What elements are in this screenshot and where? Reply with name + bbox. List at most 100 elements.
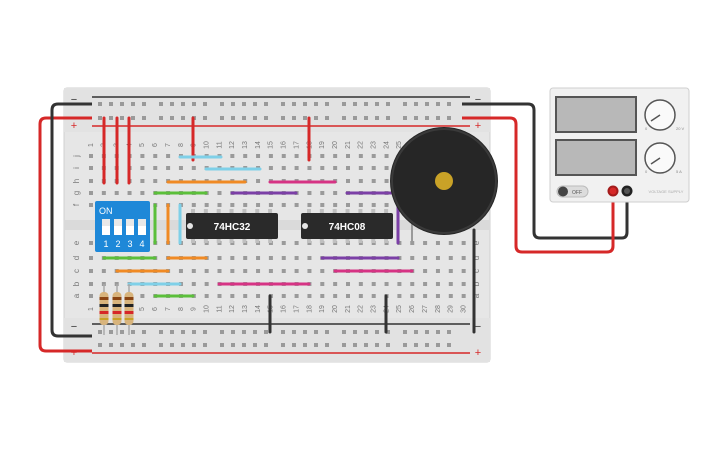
- hole[interactable]: [423, 269, 428, 273]
- hole[interactable]: [410, 282, 415, 286]
- hole[interactable]: [371, 203, 376, 207]
- rail-hole[interactable]: [203, 330, 207, 334]
- rail-hole[interactable]: [253, 330, 257, 334]
- hole[interactable]: [307, 269, 312, 273]
- hole[interactable]: [448, 294, 453, 298]
- hole[interactable]: [268, 154, 273, 158]
- hole[interactable]: [358, 203, 363, 207]
- rail-hole[interactable]: [375, 116, 379, 120]
- hole[interactable]: [243, 154, 248, 158]
- chip-74hc08[interactable]: 74HC08: [301, 209, 393, 243]
- rail-hole[interactable]: [281, 343, 285, 347]
- hole[interactable]: [268, 203, 273, 207]
- rail-hole[interactable]: [342, 330, 346, 334]
- hole[interactable]: [191, 269, 196, 273]
- rail-hole[interactable]: [131, 102, 135, 106]
- rail-hole[interactable]: [436, 330, 440, 334]
- hole[interactable]: [243, 203, 248, 207]
- hole[interactable]: [294, 241, 299, 245]
- hole[interactable]: [256, 154, 261, 158]
- dip-toggle[interactable]: [102, 219, 110, 235]
- rail-hole[interactable]: [98, 116, 102, 120]
- rail-hole[interactable]: [192, 102, 196, 106]
- rail-hole[interactable]: [220, 343, 224, 347]
- hole[interactable]: [294, 294, 299, 298]
- rail-hole[interactable]: [353, 343, 357, 347]
- hole[interactable]: [191, 203, 196, 207]
- hole[interactable]: [423, 294, 428, 298]
- rail-hole[interactable]: [264, 116, 268, 120]
- hole[interactable]: [461, 282, 466, 286]
- hole[interactable]: [204, 269, 209, 273]
- rail-hole[interactable]: [314, 330, 318, 334]
- rail-hole[interactable]: [325, 116, 329, 120]
- hole[interactable]: [89, 256, 93, 260]
- rail-hole[interactable]: [342, 102, 346, 106]
- rail-hole[interactable]: [314, 102, 318, 106]
- hole[interactable]: [320, 166, 325, 170]
- wire-black-left-loop[interactable]: [50, 102, 92, 338]
- rail-hole[interactable]: [109, 116, 113, 120]
- rail-hole[interactable]: [131, 116, 135, 120]
- hole[interactable]: [89, 294, 93, 298]
- rail-hole[interactable]: [364, 116, 368, 120]
- rail-hole[interactable]: [203, 343, 207, 347]
- rail-hole[interactable]: [170, 102, 174, 106]
- rail-hole[interactable]: [231, 343, 235, 347]
- rail-hole[interactable]: [425, 330, 429, 334]
- rail-hole[interactable]: [353, 116, 357, 120]
- hole[interactable]: [371, 166, 376, 170]
- rail-hole[interactable]: [120, 102, 124, 106]
- rail-hole[interactable]: [220, 116, 224, 120]
- hole[interactable]: [320, 203, 325, 207]
- hole[interactable]: [358, 179, 363, 183]
- hole[interactable]: [281, 256, 286, 260]
- rail-hole[interactable]: [414, 343, 418, 347]
- rail-hole[interactable]: [98, 343, 102, 347]
- hole[interactable]: [384, 203, 389, 207]
- hole[interactable]: [140, 191, 145, 195]
- hole[interactable]: [358, 294, 363, 298]
- rail-hole[interactable]: [203, 116, 207, 120]
- hole[interactable]: [294, 154, 299, 158]
- current-knob[interactable]: [644, 142, 676, 174]
- rail-hole[interactable]: [403, 343, 407, 347]
- hole[interactable]: [397, 294, 402, 298]
- rail-hole[interactable]: [414, 102, 418, 106]
- rail-hole[interactable]: [425, 116, 429, 120]
- hole[interactable]: [371, 179, 376, 183]
- rail-hole[interactable]: [264, 343, 268, 347]
- rail-hole[interactable]: [120, 343, 124, 347]
- hole[interactable]: [256, 203, 261, 207]
- rail-hole[interactable]: [192, 343, 196, 347]
- rail-hole[interactable]: [386, 102, 390, 106]
- hole[interactable]: [423, 256, 428, 260]
- rail-hole[interactable]: [120, 116, 124, 120]
- hole[interactable]: [320, 191, 325, 195]
- hole[interactable]: [281, 154, 286, 158]
- hole[interactable]: [435, 269, 440, 273]
- rail-hole[interactable]: [447, 330, 451, 334]
- hole[interactable]: [140, 294, 145, 298]
- hole[interactable]: [281, 203, 286, 207]
- piezo-buzzer[interactable]: [390, 127, 498, 235]
- rail-hole[interactable]: [181, 116, 185, 120]
- rail-hole[interactable]: [142, 116, 146, 120]
- rail-hole[interactable]: [375, 330, 379, 334]
- hole[interactable]: [371, 294, 376, 298]
- hole[interactable]: [204, 282, 209, 286]
- hole[interactable]: [294, 203, 299, 207]
- power-supply[interactable]: 0 20 V 0 5 A OFF VOLTAGE SUPPLY: [549, 87, 690, 203]
- rail-hole[interactable]: [447, 116, 451, 120]
- rail-hole[interactable]: [170, 116, 174, 120]
- rail-hole[interactable]: [109, 343, 113, 347]
- power-toggle[interactable]: OFF: [556, 185, 589, 198]
- hole[interactable]: [204, 294, 209, 298]
- hole[interactable]: [384, 166, 389, 170]
- hole[interactable]: [89, 282, 93, 286]
- hole[interactable]: [461, 294, 466, 298]
- rail-hole[interactable]: [253, 102, 257, 106]
- hole[interactable]: [435, 282, 440, 286]
- hole[interactable]: [333, 294, 338, 298]
- rail-hole[interactable]: [325, 102, 329, 106]
